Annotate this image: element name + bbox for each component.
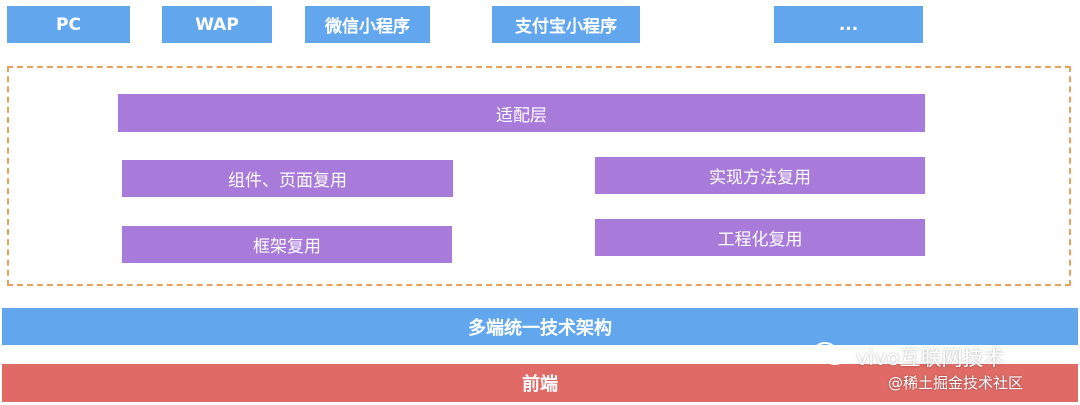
wechat-icon xyxy=(812,341,848,367)
multi-platform-architecture-bar: 多端统一技术架构 xyxy=(2,308,1078,345)
platform-alipay-miniprogram: 支付宝小程序 xyxy=(492,6,640,43)
platform-pc: PC xyxy=(7,6,130,43)
component-page-reuse: 组件、页面复用 xyxy=(122,160,453,197)
adapter-layer: 适配层 xyxy=(118,94,925,132)
frontend-bar: 前端 xyxy=(2,364,1078,402)
reuse-layer-container xyxy=(7,66,1071,286)
engineering-reuse: 工程化复用 xyxy=(595,219,925,256)
framework-reuse: 框架复用 xyxy=(122,226,452,263)
platform-wechat-miniprogram: 微信小程序 xyxy=(305,6,430,43)
platform-more: ... xyxy=(774,6,923,43)
method-reuse: 实现方法复用 xyxy=(595,157,925,194)
watermark-account: vivo互联网技术 xyxy=(856,346,1005,370)
platform-wap: WAP xyxy=(162,6,272,43)
watermark-site: @稀土掘金技术社区 xyxy=(888,374,1024,392)
